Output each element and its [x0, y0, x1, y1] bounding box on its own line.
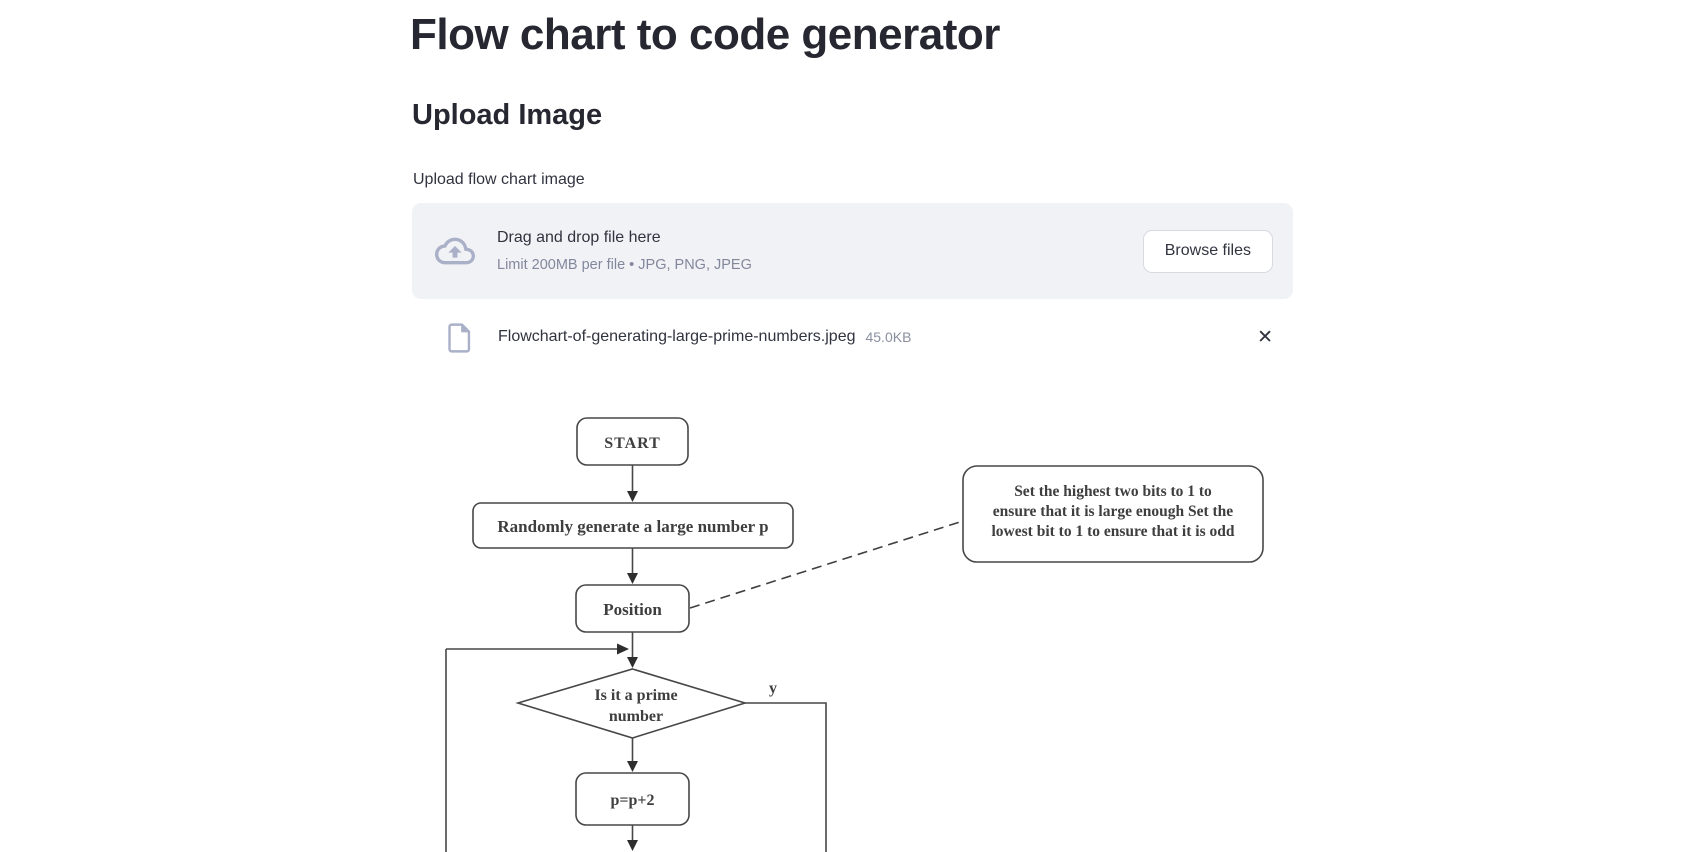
arrowhead-increment-down [627, 840, 638, 851]
increment-node [575, 772, 690, 826]
dropzone-instruction: Drag and drop file here [497, 229, 661, 246]
browse-files-button[interactable]: Browse files [1142, 229, 1273, 273]
yes-branch-line [745, 702, 827, 852]
file-icon [448, 322, 471, 353]
remove-file-button[interactable]: ✕ [1251, 326, 1279, 349]
flowchart-image-preview: START Randomly generate a large number p… [440, 405, 1270, 852]
close-icon: ✕ [1257, 325, 1273, 348]
uploaded-file-size: 45.0KB [865, 329, 912, 345]
prime-decision-line-2: number [609, 708, 663, 725]
dropzone-text-block: Drag and drop file here Limit 200MB per … [497, 228, 752, 274]
arrowhead-into-generate [627, 491, 638, 502]
arrowhead-into-decision [627, 657, 638, 668]
arrowhead-into-increment [627, 761, 638, 772]
arrowhead-loop-return [617, 643, 629, 655]
prime-decision-line-1: Is it a prime [594, 687, 677, 704]
note-line-1: Set the highest two bits to 1 to [1014, 483, 1212, 500]
file-dropzone[interactable]: Drag and drop file here Limit 200MB per … [412, 203, 1293, 299]
uploader-label: Upload flow chart image [413, 171, 585, 188]
position-node [575, 584, 690, 633]
start-node [576, 417, 689, 466]
uploaded-file-row: Flowchart-of-generating-large-prime-numb… [412, 317, 1293, 357]
prime-decision-node [515, 668, 748, 739]
note-node [962, 465, 1264, 563]
position-node-label: Position [603, 600, 662, 619]
cloud-upload-icon [435, 237, 475, 265]
arrowhead-into-position [627, 573, 638, 584]
page-title: Flow chart to code generator [410, 10, 1000, 59]
note-line-2: ensure that it is large enough Set the [993, 503, 1234, 520]
yes-branch-label: y [769, 680, 777, 697]
uploaded-file-name: Flowchart-of-generating-large-prime-numb… [498, 328, 856, 345]
start-node-label: START [604, 435, 661, 452]
note-line-3: lowest bit to 1 to ensure that it is odd [992, 523, 1235, 540]
generate-number-node [472, 502, 794, 549]
upload-image-heading: Upload Image [412, 99, 603, 131]
increment-node-label: p=p+2 [610, 792, 654, 809]
generate-number-label: Randomly generate a large number p [497, 517, 768, 536]
dropzone-limit-text: Limit 200MB per file • JPG, PNG, JPEG [497, 257, 752, 273]
flowchart-diagram: START Randomly generate a large number p… [445, 417, 1264, 852]
